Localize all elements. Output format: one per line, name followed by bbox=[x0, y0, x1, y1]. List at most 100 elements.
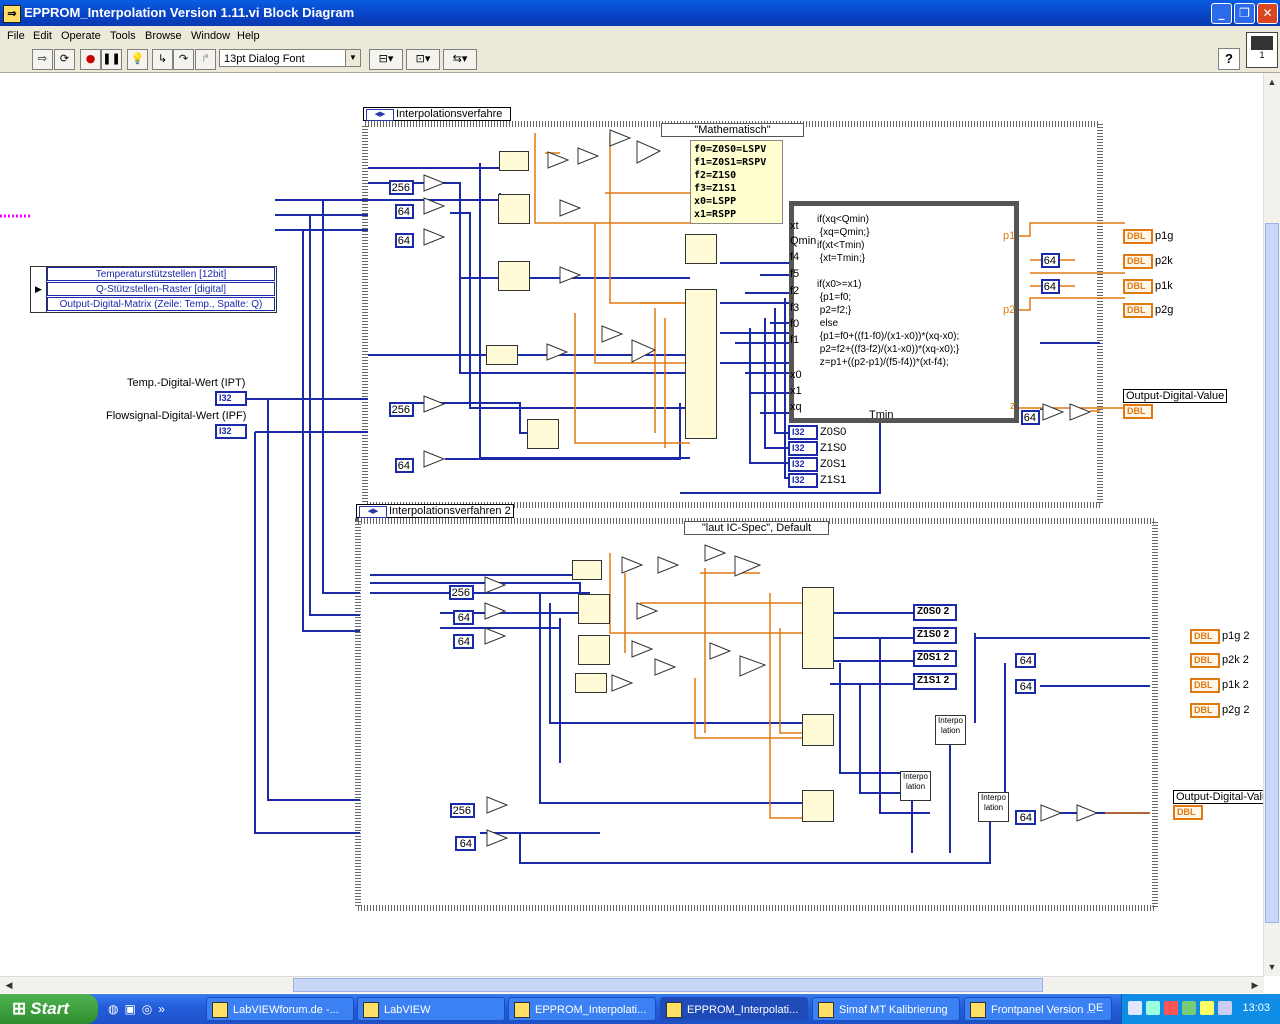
tray-volume-icon[interactable] bbox=[1200, 1001, 1214, 1015]
case2-selector[interactable]: "laut IC-Spec", Default bbox=[684, 521, 829, 535]
vertical-scrollbar[interactable]: ▲ ▼ bbox=[1263, 73, 1280, 976]
menu-browse[interactable]: Browse bbox=[145, 30, 182, 42]
dbl-indicator[interactable]: DBL bbox=[1123, 303, 1153, 318]
const-64[interactable]: 64 bbox=[395, 204, 414, 219]
const-64[interactable]: 64 bbox=[1041, 279, 1060, 294]
const-64[interactable]: 64 bbox=[1015, 653, 1036, 668]
menu-edit[interactable]: Edit bbox=[33, 30, 52, 42]
const-64[interactable]: 64 bbox=[1021, 410, 1040, 425]
horizontal-scrollbar[interactable]: ◀ ▶ bbox=[0, 976, 1264, 993]
pause-icon[interactable]: ❚❚ bbox=[101, 49, 122, 70]
scroll-up-icon[interactable]: ▲ bbox=[1265, 75, 1279, 89]
const-64[interactable]: 64 bbox=[453, 634, 474, 649]
formula-node[interactable]: if(xq<Qmin) {xq=Qmin;} if(xt<Tmin) {xt=T… bbox=[789, 201, 1019, 423]
dbl-indicator[interactable]: DBL bbox=[1123, 254, 1153, 269]
const-256[interactable]: 256 bbox=[389, 180, 414, 195]
language-indicator[interactable]: DE bbox=[1088, 1002, 1103, 1014]
maximize-button[interactable]: ❐ bbox=[1234, 3, 1255, 24]
dbl-indicator[interactable]: DBL bbox=[1190, 703, 1220, 718]
task-epprom-diagram[interactable]: EPPROM_Interpolati... bbox=[660, 997, 808, 1021]
i32-indicator[interactable]: I32 bbox=[788, 473, 818, 488]
vertical-scroll-thumb[interactable] bbox=[1265, 223, 1279, 923]
i32-out-z0s1-2[interactable]: Z0S1 2 bbox=[913, 650, 957, 667]
array-search-node[interactable] bbox=[578, 635, 610, 665]
menu-help[interactable]: Help bbox=[237, 30, 260, 42]
distribute-objects-icon[interactable]: ⊡▾ bbox=[406, 49, 440, 70]
menu-file[interactable]: File bbox=[7, 30, 25, 42]
menu-window[interactable]: Window bbox=[191, 30, 230, 42]
case2-label[interactable]: ◀▶ Interpolationsverfahren 2 bbox=[356, 504, 514, 518]
array-index-node[interactable] bbox=[575, 673, 607, 693]
array-index-node[interactable] bbox=[499, 151, 529, 171]
array-search-node[interactable] bbox=[498, 261, 530, 291]
interpolation-subvi[interactable]: Interpo lation bbox=[978, 792, 1009, 822]
minimize-button[interactable]: _ bbox=[1211, 3, 1232, 24]
dbl-indicator[interactable]: DBL bbox=[1190, 653, 1220, 668]
menu-tools[interactable]: Tools bbox=[110, 30, 136, 42]
reorder-icon[interactable]: ⇆▾ bbox=[443, 49, 477, 70]
temp-input-terminal[interactable]: I32 bbox=[215, 391, 247, 406]
index-array-node[interactable] bbox=[802, 790, 834, 822]
const-64[interactable]: 64 bbox=[453, 610, 474, 625]
array-search-node[interactable] bbox=[498, 194, 530, 224]
i32-out-z0s0-2[interactable]: Z0S0 2 bbox=[913, 604, 957, 621]
i32-out-z1s0-2[interactable]: Z1S0 2 bbox=[913, 627, 957, 644]
input-cluster[interactable]: ▶ Temperaturstützstellen [12bit] Q-Stütz… bbox=[30, 266, 277, 313]
const-64[interactable]: 64 bbox=[395, 458, 414, 473]
const-64[interactable]: 64 bbox=[395, 233, 414, 248]
const-256[interactable]: 256 bbox=[450, 803, 475, 818]
array-index-node[interactable] bbox=[572, 560, 602, 580]
dbl-indicator[interactable]: DBL bbox=[1190, 629, 1220, 644]
run-continuously-icon[interactable]: ⟳ bbox=[54, 49, 75, 70]
output-dbl-indicator-2[interactable]: DBL bbox=[1173, 805, 1203, 820]
task-simaf[interactable]: Simaf MT Kalibrierung bbox=[812, 997, 960, 1021]
dbl-indicator[interactable]: DBL bbox=[1123, 229, 1153, 244]
output-dbl-indicator[interactable]: DBL bbox=[1123, 404, 1153, 419]
i32-indicator[interactable]: I32 bbox=[788, 441, 818, 456]
task-labview[interactable]: LabVIEW bbox=[357, 997, 505, 1021]
step-over-icon[interactable]: ↷ bbox=[173, 49, 194, 70]
flow-input-terminal[interactable]: I32 bbox=[215, 424, 247, 439]
context-help-button[interactable]: ? bbox=[1218, 48, 1240, 70]
const-64[interactable]: 64 bbox=[1015, 810, 1036, 825]
step-into-icon[interactable]: ↳ bbox=[152, 49, 173, 70]
i32-indicator[interactable]: I32 bbox=[788, 457, 818, 472]
task-labviewforum[interactable]: LabVIEWforum.de -... bbox=[206, 997, 354, 1021]
index-array-node[interactable] bbox=[685, 289, 717, 439]
array-subset-node[interactable] bbox=[527, 419, 559, 449]
highlight-execution-icon[interactable]: 💡 bbox=[127, 49, 148, 70]
index-array-node[interactable] bbox=[802, 714, 834, 746]
font-select[interactable]: 13pt Dialog Font ▼ bbox=[219, 49, 361, 67]
scroll-down-icon[interactable]: ▼ bbox=[1265, 960, 1279, 974]
horizontal-scroll-thumb[interactable] bbox=[293, 978, 1043, 992]
tray-device-icon[interactable] bbox=[1218, 1001, 1232, 1015]
const-64[interactable]: 64 bbox=[1041, 253, 1060, 268]
array-search-node[interactable] bbox=[578, 594, 610, 624]
align-objects-icon[interactable]: ⊟▾ bbox=[369, 49, 403, 70]
vi-icon-pane[interactable]: 1 bbox=[1246, 32, 1278, 68]
scroll-left-icon[interactable]: ◀ bbox=[2, 978, 16, 992]
abort-icon[interactable]: ● bbox=[80, 49, 101, 70]
task-epprom-front[interactable]: EPPROM_Interpolati... bbox=[508, 997, 656, 1021]
i32-out-z1s1-2[interactable]: Z1S1 2 bbox=[913, 673, 957, 690]
quick-launch-icons[interactable]: ◍▣◎» bbox=[108, 1002, 171, 1016]
const-64[interactable]: 64 bbox=[455, 836, 476, 851]
const-256[interactable]: 256 bbox=[389, 402, 414, 417]
scroll-right-icon[interactable]: ▶ bbox=[1248, 978, 1262, 992]
array-index-node[interactable] bbox=[486, 345, 518, 365]
dbl-indicator[interactable]: DBL bbox=[1123, 279, 1153, 294]
block-diagram-canvas[interactable]: ▶ Temperaturstützstellen [12bit] Q-Stütz… bbox=[0, 73, 1264, 976]
close-button[interactable]: ✕ bbox=[1257, 3, 1278, 24]
step-out-icon[interactable]: ↱ bbox=[195, 49, 216, 70]
run-arrow-icon[interactable]: ⇨ bbox=[32, 49, 53, 70]
case1-selector[interactable]: "Mathematisch" bbox=[661, 123, 804, 137]
array-subset-node[interactable] bbox=[685, 234, 717, 264]
dbl-indicator[interactable]: DBL bbox=[1190, 678, 1220, 693]
tray-network-icon[interactable] bbox=[1182, 1001, 1196, 1015]
tray-audio-icon[interactable] bbox=[1146, 1001, 1160, 1015]
interpolation-subvi[interactable]: Interpo lation bbox=[935, 715, 966, 745]
const-64[interactable]: 64 bbox=[1015, 679, 1036, 694]
tray-arrow-icon[interactable] bbox=[1128, 1001, 1142, 1015]
interpolation-subvi[interactable]: Interpo lation bbox=[900, 771, 931, 801]
tray-security-icon[interactable] bbox=[1164, 1001, 1178, 1015]
